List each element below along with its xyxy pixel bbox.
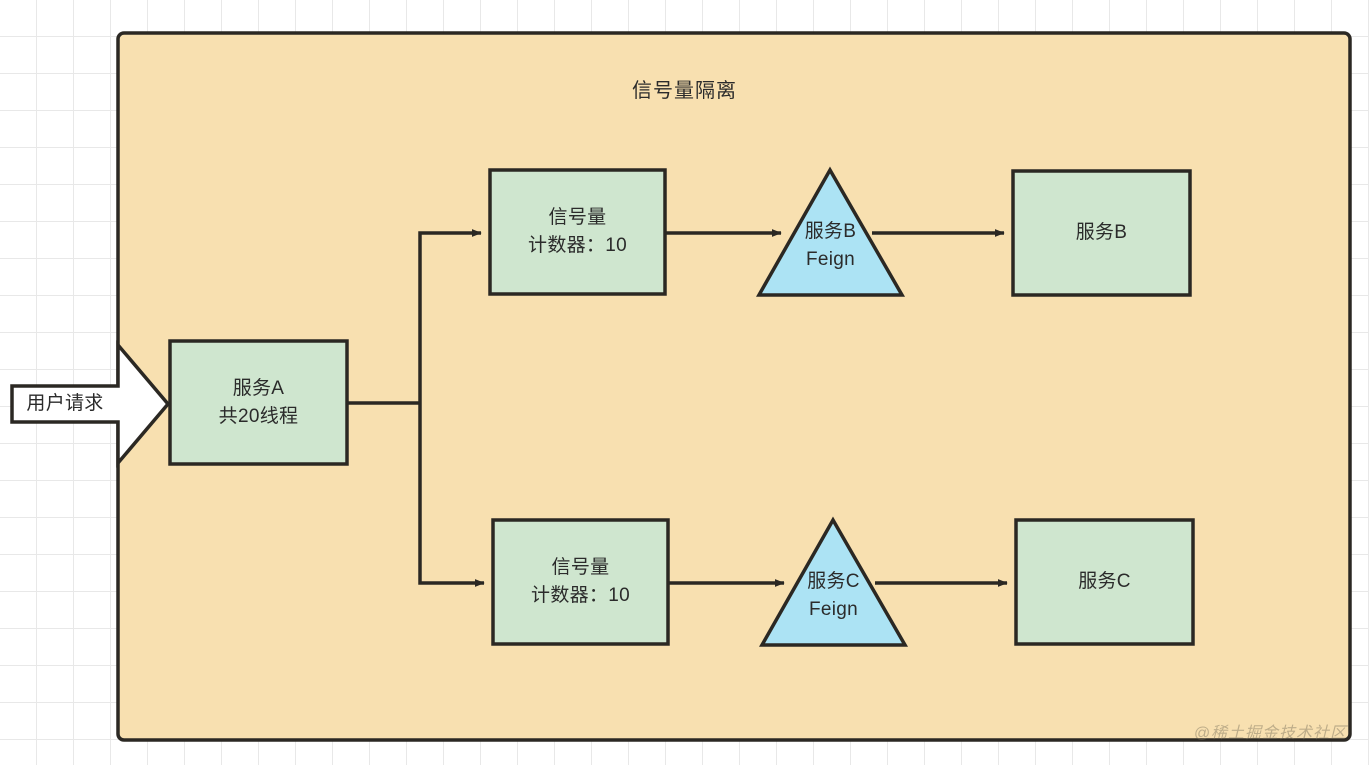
watermark: @稀土掘金技术社区 bbox=[1193, 725, 1347, 742]
branch-lower-line bbox=[418, 403, 485, 587]
panel-title: 信号量隔离 bbox=[632, 80, 737, 102]
feign-triangle-top bbox=[755, 166, 906, 297]
branch-upper-line bbox=[418, 229, 482, 403]
feign-triangle-bottom bbox=[758, 516, 909, 647]
semaphore-box-top bbox=[488, 168, 667, 296]
user-request-arrow-shape bbox=[10, 340, 171, 468]
service-a-box bbox=[168, 339, 349, 466]
service-c-box bbox=[1014, 518, 1195, 646]
service-b-box bbox=[1011, 169, 1192, 297]
semaphore-box-bottom bbox=[491, 518, 670, 646]
